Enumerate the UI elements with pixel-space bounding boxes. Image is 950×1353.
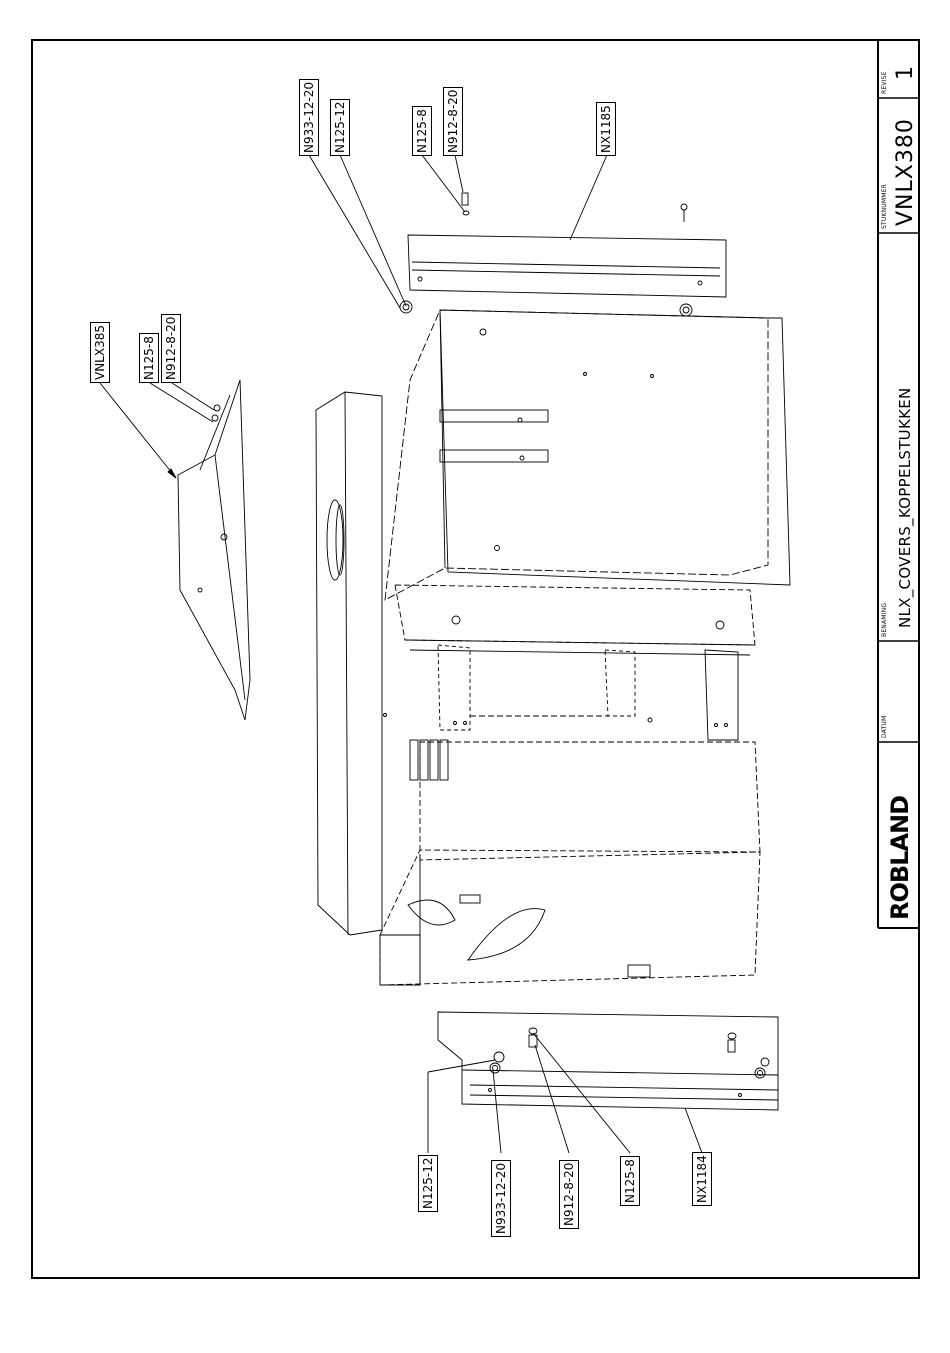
callout-n125-12-bottom: N125-12 xyxy=(418,1155,438,1212)
vnlx385-cover xyxy=(178,380,250,720)
stuknummer-label: STUKNUMMER xyxy=(881,184,888,229)
sheet-border xyxy=(32,40,919,1278)
revise-label: REVISE xyxy=(881,71,888,94)
callout-n933-12-20-bottom: N933-12-20 xyxy=(491,1160,511,1237)
robland-logo: ROBLAND xyxy=(886,796,914,920)
callout-n125-8-top: N125-8 xyxy=(412,106,432,156)
callout-nx1184: NX1184 xyxy=(692,1152,712,1206)
nx1185-cover xyxy=(400,193,726,316)
machine-body xyxy=(316,310,790,985)
callout-n125-8-left: N125-8 xyxy=(139,333,159,383)
callout-nx1185: NX1185 xyxy=(596,102,616,156)
stuknummer-value: VNLX380 xyxy=(893,118,918,226)
leader-lines xyxy=(100,155,702,1153)
benaming-label: BENAMING xyxy=(881,603,888,637)
revise-value: 1 xyxy=(893,66,918,80)
benaming-value: NLX_COVERS_KOPPELSTUKKEN xyxy=(896,387,914,628)
datum-label: DATUM xyxy=(881,716,888,738)
callout-n125-8-bottom: N125-8 xyxy=(620,1156,640,1206)
callout-n125-12-top: N125-12 xyxy=(330,99,350,156)
callout-vnlx385: VNLX385 xyxy=(90,322,110,383)
callout-n912-8-20-top: N912-8-20 xyxy=(443,87,463,156)
callout-n933-12-20-top: N933-12-20 xyxy=(299,79,319,156)
callout-n912-8-20-left: N912-8-20 xyxy=(161,314,181,383)
callout-n912-8-20-bottom: N912-8-20 xyxy=(559,1160,579,1229)
